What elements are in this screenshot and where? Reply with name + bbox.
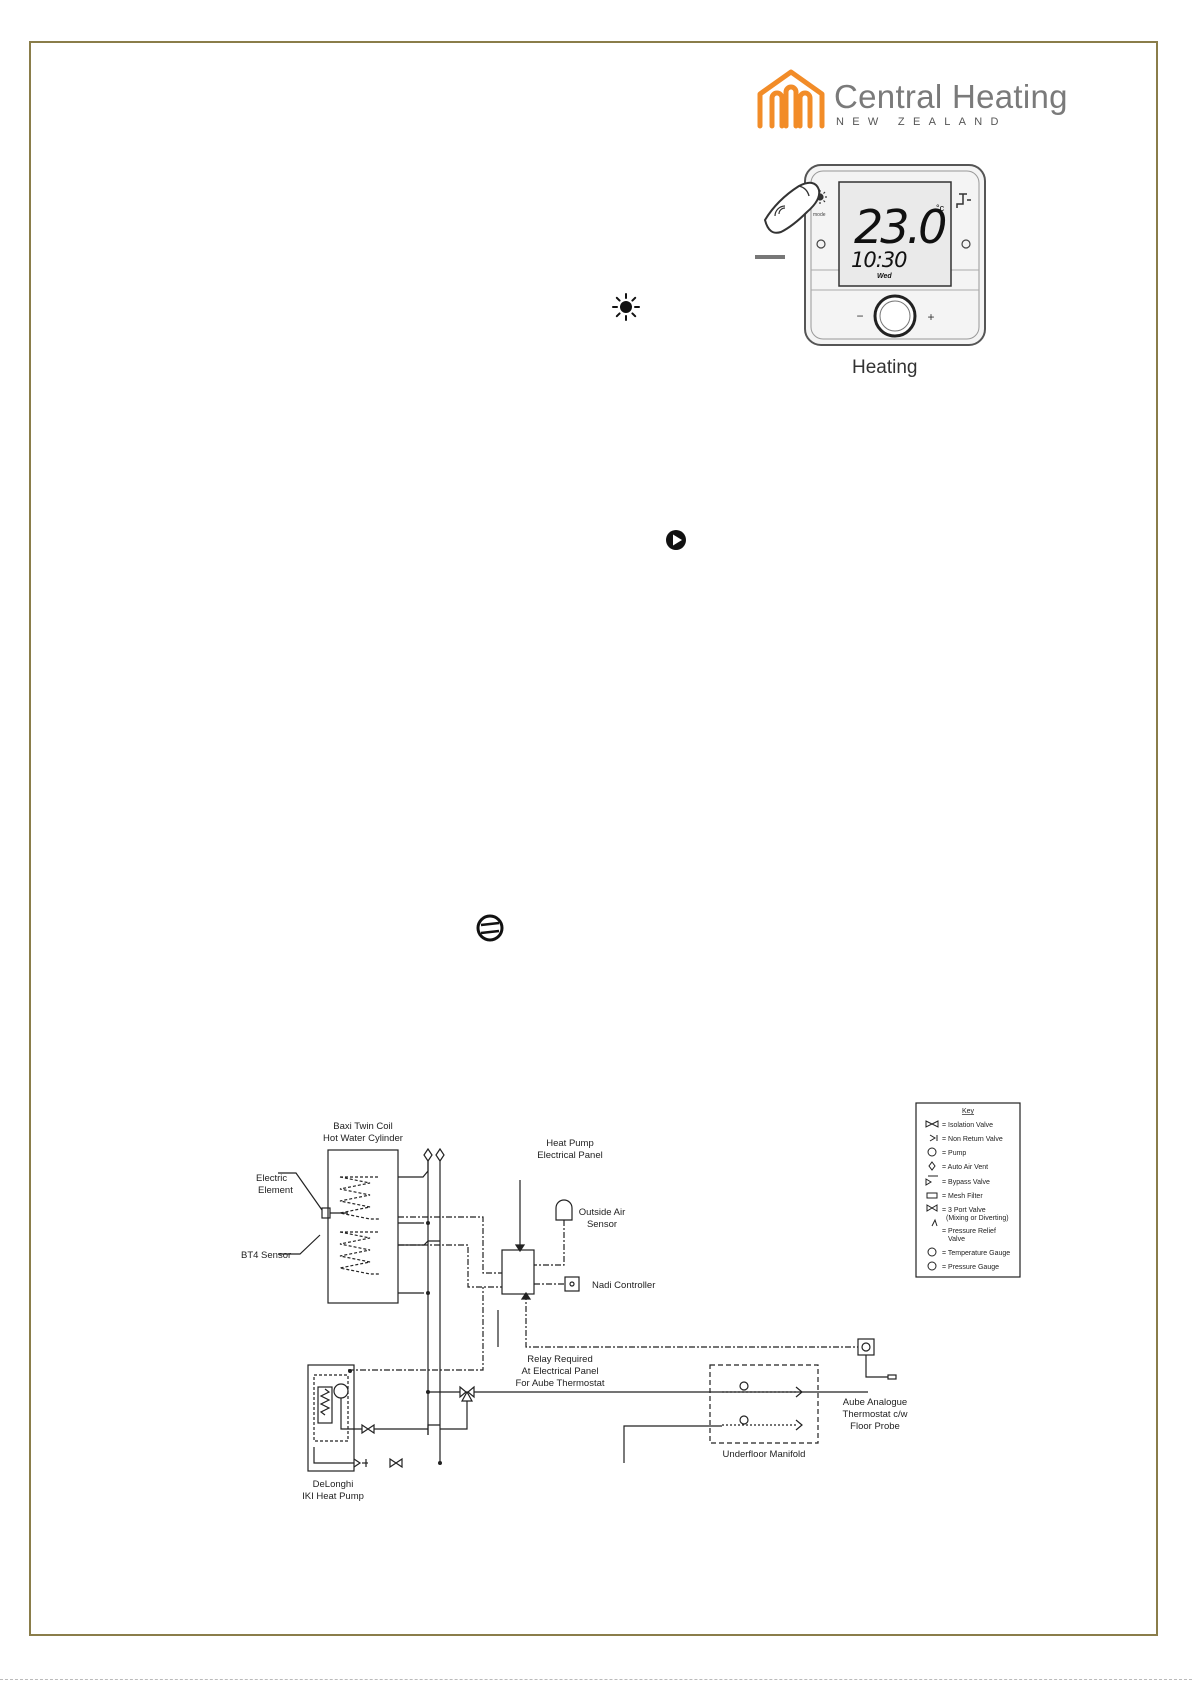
key-item: = Pressure Gauge: [942, 1264, 999, 1271]
nadi-controller-label: Nadi Controller: [592, 1280, 655, 1291]
panel-label: Heat Pump: [546, 1138, 594, 1149]
thermostat-illustration: − + 23.0 °c 10:30 Wed mode: [755, 160, 1005, 360]
key-item: = Bypass Valve: [942, 1179, 990, 1186]
heat-pump-label: IKI Heat Pump: [302, 1491, 364, 1502]
outside-air-label: Outside Air: [579, 1207, 625, 1218]
radiator-logo-icon: [757, 69, 825, 129]
manifold-label: Underfloor Manifold: [723, 1449, 806, 1460]
key-item: = 3 Port Valve: [942, 1207, 986, 1214]
key-item: (Mixing or Diverting): [946, 1215, 1009, 1222]
logo-subtitle: NEW ZEALAND: [836, 116, 1007, 128]
key-title: Key: [962, 1108, 975, 1115]
heat-pump-label: DeLonghi: [313, 1479, 354, 1490]
pump-play-icon: [666, 530, 686, 550]
key-item: = Temperature Gauge: [942, 1250, 1010, 1257]
thermostat-mode-label: mode: [813, 212, 826, 218]
svg-text:+: +: [927, 310, 934, 324]
key-item: = Non Return Valve: [942, 1136, 1003, 1143]
electric-element-label: Element: [258, 1185, 293, 1196]
svg-text:−: −: [856, 309, 863, 323]
thermostat-unit: °c: [936, 203, 945, 213]
touch-wave-icon: [774, 205, 786, 217]
aube-label: Thermostat c/w: [843, 1409, 908, 1420]
thermostat-temperature: 23.0: [854, 200, 947, 254]
heating-schematic-diagram: Baxi Twin Coil Hot Water Cylinder Electr…: [241, 1102, 1021, 1502]
relay-label: Relay Required: [527, 1354, 592, 1365]
key-item: Valve: [948, 1236, 965, 1243]
cylinder-label: Baxi Twin Coil: [333, 1121, 393, 1132]
electric-element-label: Electric: [256, 1173, 287, 1184]
key-item: = Mesh Filter: [942, 1193, 983, 1200]
company-logo: Central Heating NEW ZEALAND: [756, 68, 1067, 132]
page-border: [29, 41, 1158, 1636]
key-item: = Isolation Valve: [942, 1122, 993, 1129]
relay-label: At Electrical Panel: [521, 1366, 598, 1377]
relay-label: For Aube Thermostat: [515, 1378, 604, 1389]
thermostat-time: 10:30: [851, 248, 908, 272]
power-button-icon[interactable]: [961, 239, 971, 249]
hot-water-tap-icon: [956, 193, 971, 208]
cylinder-label: Hot Water Cylinder: [323, 1133, 403, 1144]
outside-air-label: Sensor: [587, 1219, 617, 1230]
panel-label: Electrical Panel: [537, 1150, 602, 1161]
key-item: = Pressure Relief: [942, 1228, 996, 1235]
bt4-sensor-label: BT4 Sensor: [241, 1250, 291, 1261]
page-cut-line: [0, 1679, 1192, 1680]
aube-label: Aube Analogue: [843, 1397, 907, 1408]
key-item: = Pump: [942, 1150, 966, 1157]
aube-label: Floor Probe: [850, 1421, 900, 1432]
clock-button-icon[interactable]: [816, 239, 826, 249]
thermostat-day: Wed: [877, 273, 892, 280]
logo-title: Central Heating: [834, 78, 1068, 115]
key-item: = Auto Air Vent: [942, 1164, 988, 1171]
sun-icon: [612, 293, 640, 321]
thermostat-caption: Heating: [852, 357, 918, 378]
compressor-icon: [476, 914, 504, 942]
